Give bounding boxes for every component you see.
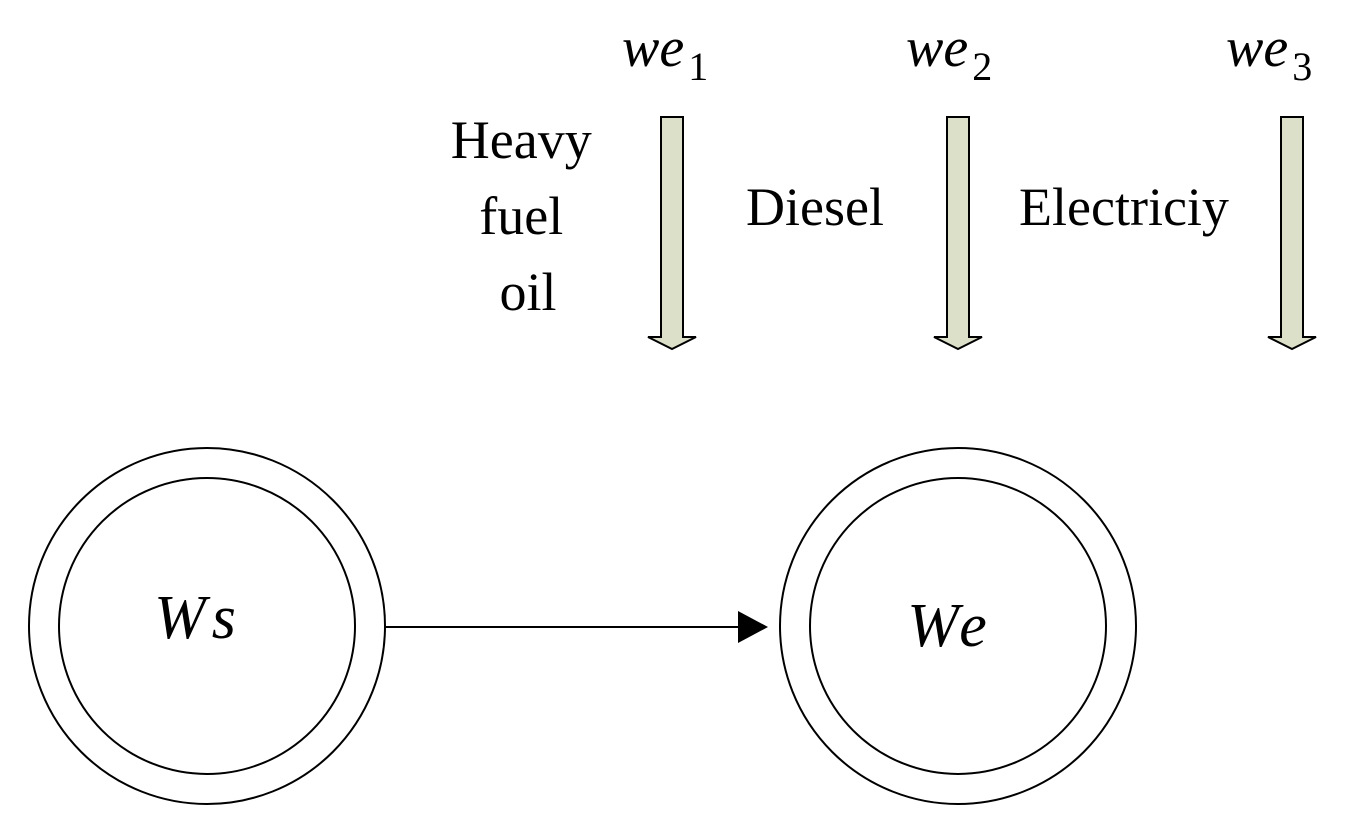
input-1-label-line-1: Heavy (451, 110, 592, 170)
node-source-inner-ring (58, 477, 356, 775)
node-source: Ws (28, 447, 386, 805)
node-source-outer-ring (28, 447, 386, 805)
input-1-label: Heavy fuel oil (451, 110, 605, 322)
node-target-outer-ring (779, 447, 1137, 805)
input-2-subscript: 2 (972, 44, 992, 89)
input-2-down-arrow (933, 116, 983, 351)
node-target-label: We (907, 592, 992, 660)
input-1-label-line-2: fuel (479, 186, 563, 246)
input-2-label-line-1: Diesel (746, 177, 884, 237)
input-3-label-line-1: Electriciy (1019, 177, 1229, 237)
input-1-subscript: 1 (688, 44, 708, 89)
node-target-inner-ring (809, 477, 1107, 775)
input-1-label-line-3: oil (499, 262, 556, 322)
input-1-down-arrow (647, 116, 697, 351)
input-3-subscript: 3 (1292, 44, 1312, 89)
input-2-label: Diesel (746, 177, 884, 237)
node-target: We (779, 447, 1137, 805)
node-source-label: Ws (154, 584, 242, 652)
input-3-down-arrow (1267, 116, 1317, 351)
input-3-label: Electriciy (1019, 177, 1229, 237)
flow-arrow-head (738, 611, 768, 643)
flow-arrow (386, 611, 768, 643)
